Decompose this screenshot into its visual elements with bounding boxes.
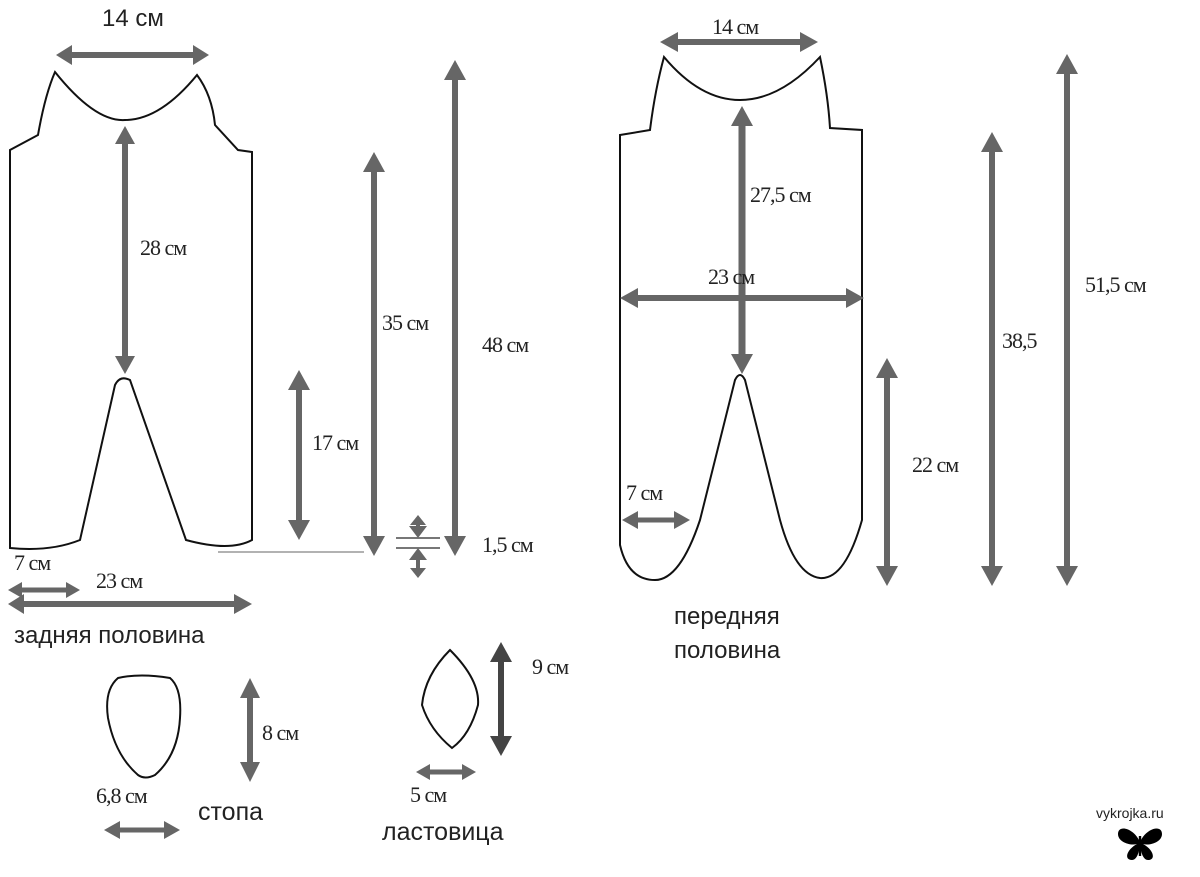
back-top-width-label: 14 см: [102, 5, 164, 32]
front-top-width-arrow: [660, 32, 818, 52]
front-half-caption-line2: половина: [674, 637, 781, 664]
back-total-length-arrow: [444, 60, 466, 556]
gusset-outline: [420, 648, 480, 750]
back-side-length-arrow: [363, 152, 385, 556]
back-body-length-label: 28 см: [140, 235, 187, 260]
front-half: [619, 54, 863, 582]
foot-piece: [106, 674, 182, 779]
front-half-outline: [619, 54, 863, 582]
back-half: [9, 70, 364, 553]
back-leg-width-arrow: [8, 582, 80, 598]
gusset-height-label: 9 см: [532, 654, 569, 679]
front-total-length-label: 51,5 см: [1085, 272, 1147, 297]
foot-outline: [106, 674, 182, 779]
back-top-width-arrow: [56, 45, 209, 65]
back-width-label: 23 см: [96, 568, 143, 593]
front-total-length-arrow: [1056, 54, 1078, 586]
front-leg-length-label: 22 см: [912, 452, 959, 477]
back-body-length-arrow: [115, 126, 135, 374]
front-half-caption-line1: передняя: [674, 603, 780, 630]
back-leg-length-arrow: [288, 370, 310, 540]
gusset-height-arrow: [490, 642, 512, 756]
front-leg-width-arrow: [622, 511, 690, 529]
back-side-length-label: 35 см: [382, 310, 429, 335]
front-top-width-label: 14 см: [712, 14, 759, 39]
back-hem-allowance-arrow: [396, 515, 440, 578]
back-half-outline: [9, 70, 253, 550]
foot-width-arrow: [104, 821, 180, 839]
gusset-piece: [420, 648, 480, 750]
front-width-arrow: [620, 288, 864, 308]
back-width-arrow: [8, 594, 252, 614]
gusset-width-arrow: [416, 764, 476, 780]
watermark-site: vykrojka.ru: [1096, 805, 1164, 821]
back-leg-length-label: 17 см: [312, 430, 359, 455]
foot-height-arrow: [240, 678, 260, 782]
front-leg-width-label: 7 см: [626, 480, 663, 505]
foot-caption: стопа: [198, 798, 263, 826]
front-body-length-arrow: [731, 106, 753, 374]
front-body-length-label: 27,5 см: [750, 182, 812, 207]
gusset-caption: ластовица: [382, 818, 504, 846]
gusset-width-label: 5 см: [410, 782, 447, 807]
back-leg-width-label: 7 см: [14, 550, 51, 575]
foot-height-label: 8 см: [262, 720, 299, 745]
back-hem-allowance-label: 1,5 см: [482, 532, 534, 557]
foot-width-label: 6,8 см: [96, 783, 148, 808]
butterfly-icon: [1118, 828, 1162, 860]
back-total-length-label: 48 см: [482, 332, 529, 357]
front-width-label: 23 см: [708, 264, 755, 289]
front-leg-length-arrow: [876, 358, 898, 586]
front-side-length-arrow: [981, 132, 1003, 586]
back-half-caption: задняя половина: [14, 622, 205, 649]
front-side-length-label: 38,5: [1002, 328, 1038, 353]
